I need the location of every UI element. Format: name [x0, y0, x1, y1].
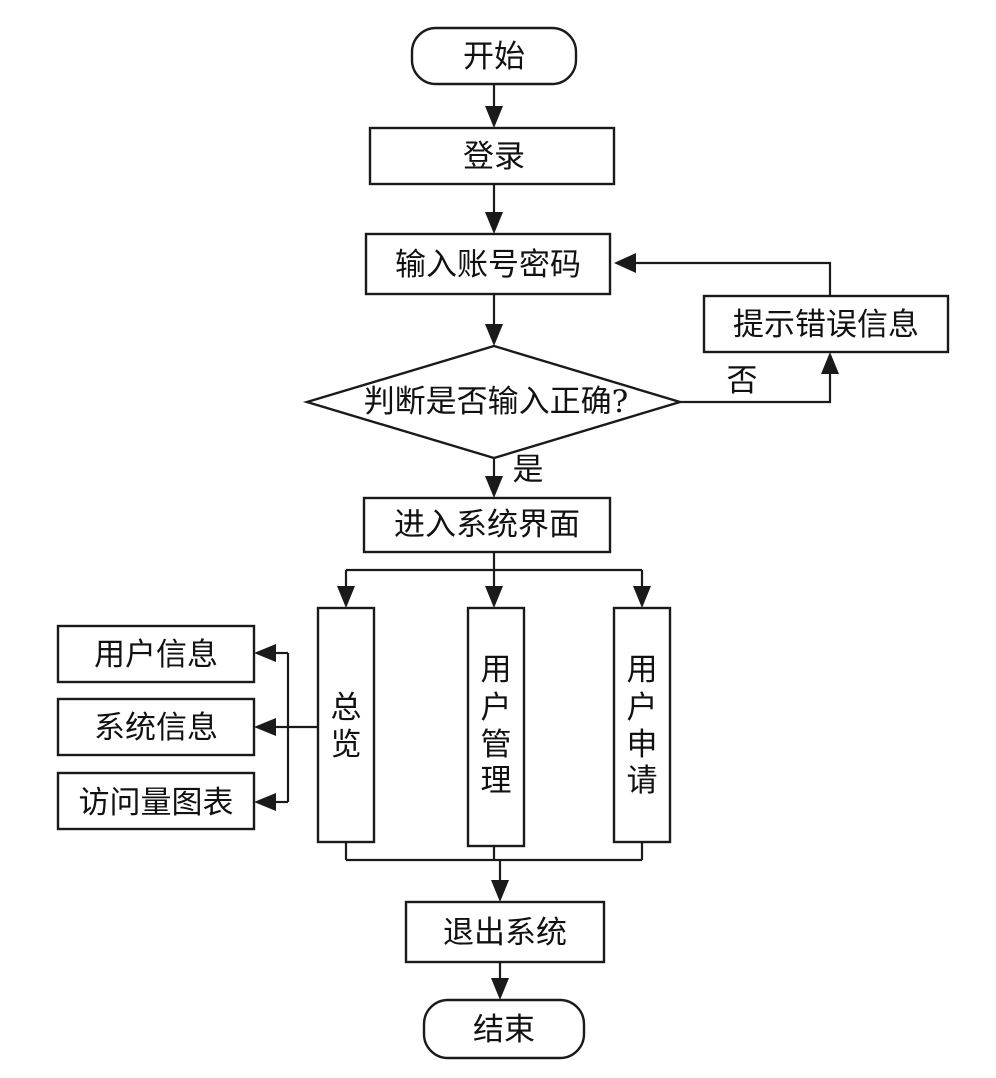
node-check-correct: 判断是否输入正确?	[302, 344, 685, 460]
node-input-credentials-label: 输入账号密码	[395, 247, 581, 283]
node-user-management-char: 用	[481, 652, 512, 688]
edge-label-no: 否	[727, 363, 758, 399]
arrowhead-user-application	[633, 586, 651, 608]
node-overview: 总 览	[316, 606, 376, 844]
arrowhead-visit-chart	[254, 793, 276, 811]
node-system-info-label: 系统信息	[94, 710, 218, 746]
node-error-message-label: 提示错误信息	[733, 307, 919, 343]
arrowhead-user-info	[254, 644, 276, 662]
connectors	[254, 84, 839, 1000]
node-visit-chart: 访问量图表	[56, 771, 256, 831]
arrowhead-decision	[485, 324, 503, 346]
node-user-application-char: 申	[627, 727, 658, 763]
node-start: 开始	[410, 26, 578, 86]
edge-error-input	[636, 261, 832, 296]
node-overview-char: 览	[331, 727, 362, 763]
node-login: 登录	[368, 126, 616, 186]
arrowhead-input-loop	[614, 253, 636, 273]
node-login-label: 登录	[463, 139, 525, 175]
node-overview-char: 总	[331, 690, 362, 726]
node-end: 结束	[422, 998, 586, 1060]
node-user-application-char: 户	[627, 690, 658, 726]
arrowhead-overview	[337, 586, 355, 608]
node-user-management: 用 户 管 理	[466, 606, 526, 848]
edge-decision-error	[680, 372, 832, 404]
node-visit-chart-label: 访问量图表	[79, 785, 234, 821]
node-exit-system-label: 退出系统	[443, 915, 567, 951]
node-end-label: 结束	[473, 1012, 535, 1048]
arrowhead-end	[491, 978, 509, 1000]
node-user-management-char: 管	[481, 727, 512, 763]
node-user-info-label: 用户信息	[94, 637, 218, 673]
node-exit-system: 退出系统	[404, 900, 606, 964]
node-check-correct-label: 判断是否输入正确?	[364, 384, 629, 420]
node-error-message: 提示错误信息	[702, 294, 950, 354]
node-enter-system: 进入系统界面	[362, 496, 612, 554]
node-user-management-char: 理	[481, 763, 512, 799]
node-user-application-char: 用	[627, 652, 658, 688]
arrowhead-login	[485, 106, 503, 128]
arrowhead-exit	[491, 880, 509, 902]
node-user-application-char: 请	[627, 763, 658, 799]
node-system-info: 系统信息	[56, 697, 256, 757]
node-start-label: 开始	[463, 39, 525, 75]
arrowhead-user-management	[485, 586, 503, 608]
arrowhead-system-info	[254, 718, 276, 736]
arrowhead-enter	[485, 476, 503, 498]
arrowhead-error	[821, 352, 839, 374]
node-user-info: 用户信息	[56, 624, 256, 684]
node-user-management-char: 户	[481, 690, 512, 726]
arrowhead-input	[485, 212, 503, 234]
node-enter-system-label: 进入系统界面	[394, 507, 580, 543]
edge-label-yes: 是	[513, 452, 544, 488]
node-input-credentials: 输入账号密码	[364, 232, 612, 296]
node-user-application: 用 户 申 请	[612, 606, 672, 844]
